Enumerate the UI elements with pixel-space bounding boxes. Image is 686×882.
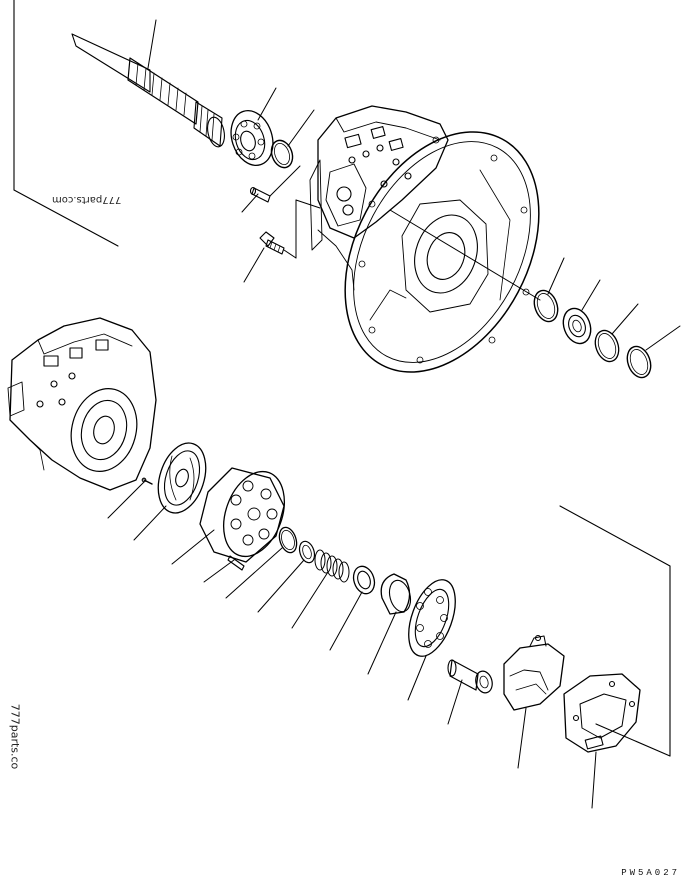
watermark-top: 777parts.com	[52, 194, 122, 205]
snap-ring-front	[268, 137, 296, 170]
bolt	[260, 232, 284, 254]
snap-ring-block	[276, 525, 299, 555]
leader-lines	[108, 20, 680, 808]
washer	[297, 539, 317, 564]
snap-ring-rear	[530, 287, 562, 325]
spring-seat	[350, 564, 378, 597]
pin-rod	[228, 556, 244, 570]
cylinder-block	[200, 463, 295, 565]
retainer-plate	[400, 574, 465, 663]
spherical-bushing	[381, 574, 414, 614]
valve-plate	[150, 437, 214, 519]
piston	[448, 660, 495, 695]
pump-flange	[306, 99, 578, 406]
upper-bracket-frame	[14, 0, 118, 246]
oil-seal	[559, 305, 596, 348]
spacer-ring	[591, 327, 623, 365]
lower-bracket-frame	[560, 506, 670, 756]
spring	[315, 550, 349, 582]
pin-small	[142, 478, 152, 484]
swash-plate	[504, 636, 564, 711]
dowel-pin	[251, 188, 271, 203]
retaining-ring	[623, 343, 655, 381]
bearing-front	[224, 105, 279, 171]
drive-shaft	[72, 34, 227, 148]
drawing-code: PW5A027	[621, 868, 680, 878]
watermark-left: 777parts.co	[8, 703, 22, 770]
cradle	[564, 674, 640, 752]
pump-housing	[310, 106, 448, 290]
pump-assembly	[8, 318, 156, 490]
